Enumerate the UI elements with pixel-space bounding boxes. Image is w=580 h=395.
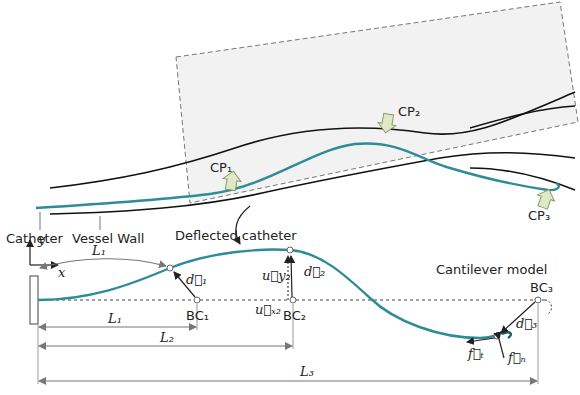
callout-label: Catheter bbox=[6, 231, 63, 246]
callout-label: Cantilever model bbox=[436, 262, 547, 277]
dimension-label: L₁ bbox=[108, 311, 122, 326]
force-label: f⃗ₜ bbox=[468, 346, 484, 361]
dimension-label: L₃ bbox=[300, 364, 314, 379]
vector-label: u⃗ₓ₂ bbox=[255, 302, 281, 317]
callout-label: Deflected catheter bbox=[175, 228, 297, 243]
contact-point-label: CP₁ bbox=[210, 160, 232, 175]
boundary-label: BC₃ bbox=[530, 280, 553, 295]
vector-label: u⃗y₂ bbox=[262, 268, 291, 283]
callout-label: Vessel Wall bbox=[72, 231, 144, 246]
axis-label: x bbox=[58, 265, 65, 280]
vector-label: d⃗₁ bbox=[186, 272, 207, 287]
dimension-label: L₁ bbox=[92, 243, 106, 258]
dimension-label: L₂ bbox=[160, 330, 174, 345]
force-label: f⃗ₙ bbox=[508, 350, 526, 365]
axis-label: y bbox=[38, 232, 45, 247]
boundary-label: BC₂ bbox=[283, 308, 306, 323]
boundary-label: BC₁ bbox=[186, 308, 209, 323]
contact-point-label: CP₂ bbox=[398, 104, 420, 119]
vector-label: d⃗₂ bbox=[304, 264, 325, 279]
vector-label: d⃗₃ bbox=[516, 316, 537, 331]
contact-point-label: CP₃ bbox=[528, 208, 550, 223]
